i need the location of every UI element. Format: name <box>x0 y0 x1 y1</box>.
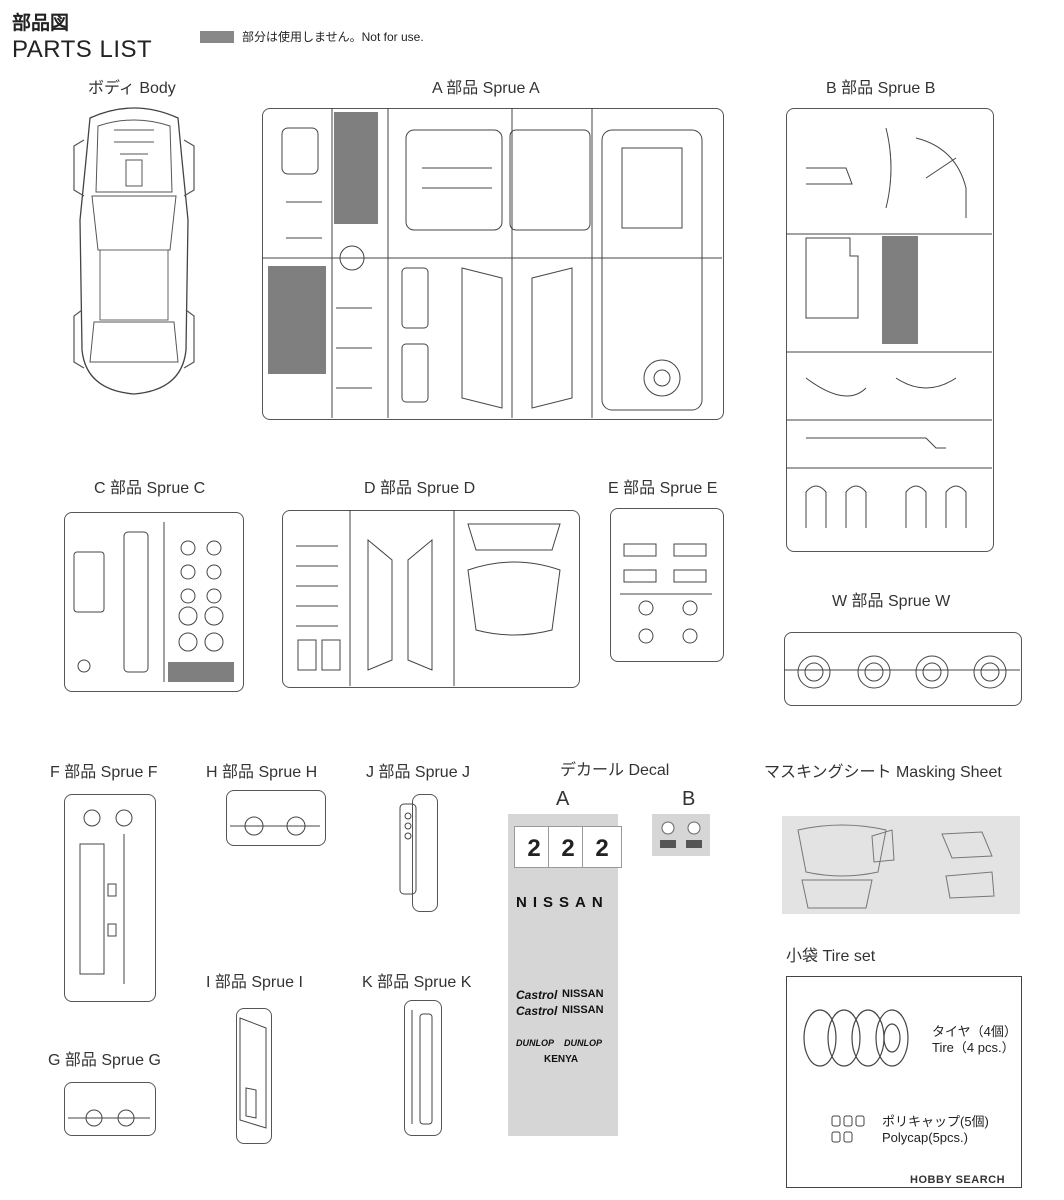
tires-drawing <box>803 1009 909 1067</box>
sprue-c-not-for-use <box>168 662 234 682</box>
sprue-w-parts <box>784 655 1020 689</box>
sprue-w-frame <box>784 632 1022 706</box>
sprue-e-parts <box>620 543 712 644</box>
decal-castrol-2: Castrol <box>516 1004 558 1018</box>
polycap-label-en: Polycap(5pcs.) <box>882 1130 968 1145</box>
sprue-h-parts <box>230 816 320 836</box>
watermark: HOBBY SEARCH <box>910 1174 1006 1186</box>
not-for-use-swatch <box>200 30 234 43</box>
label-masking: マスキングシート Masking Sheet <box>764 764 1002 781</box>
legend: 部分は使用しません。Not for use. <box>200 28 424 45</box>
decal-kenya: KENYA <box>544 1054 579 1065</box>
tire-set-box <box>786 976 1022 1188</box>
sprue-f-parts <box>79 809 133 984</box>
sprue-e-frame <box>610 508 724 662</box>
label-sprue-b: B 部品 Sprue B <box>826 80 936 97</box>
decal-sheet-b-marks <box>660 821 702 848</box>
label-sprue-a: A 部品 Sprue A <box>432 80 540 97</box>
sprue-i-parts <box>239 1017 267 1129</box>
label-sprue-i: I 部品 Sprue I <box>206 974 303 991</box>
tire-label-en: Tire（4 pcs.） <box>932 1040 1015 1055</box>
sprue-g-frame <box>64 1082 156 1136</box>
label-sprue-k: K 部品 Sprue K <box>362 974 472 991</box>
sprue-h-frame <box>226 790 326 846</box>
decal-number-1: 2 <box>514 826 554 868</box>
decal-sheet-b-label: B <box>682 788 696 810</box>
decal-nissan-small-2: NISSAN <box>562 1004 604 1016</box>
sprue-k-frame <box>404 1000 442 1136</box>
sprue-f-frame <box>64 794 156 1002</box>
decal-sheet-a: 2 2 2 NISSAN Castrol NISSAN Castrol NISS… <box>508 814 622 1136</box>
legend-text: 部分は使用しません。Not for use. <box>242 30 424 44</box>
body-drawing <box>73 107 195 395</box>
decal-dunlop-1: DUNLOP <box>516 1038 554 1048</box>
decal-nissan-big: NISSAN <box>516 894 609 911</box>
sprue-b-not-for-use <box>882 236 918 344</box>
sprue-j-parts <box>399 803 417 895</box>
decal-nissan-small-1: NISSAN <box>562 988 604 1000</box>
sprue-b-parts <box>786 127 992 528</box>
masking-sheet <box>782 816 1020 914</box>
label-sprue-w: W 部品 Sprue W <box>832 593 951 610</box>
polycaps-drawing <box>831 1115 865 1143</box>
decal-number-3: 2 <box>582 826 622 868</box>
label-sprue-e: E 部品 Sprue E <box>608 480 718 497</box>
sprue-a-parts <box>262 108 722 418</box>
label-decal: デカール Decal <box>560 762 670 779</box>
decal-castrol-1: Castrol <box>516 988 558 1002</box>
label-sprue-f: F 部品 Sprue F <box>50 764 158 781</box>
sprue-d-frame <box>282 510 580 688</box>
polycap-label-ja: ポリキャップ(5個) <box>882 1114 989 1129</box>
label-sprue-j: J 部品 Sprue J <box>366 764 471 781</box>
page-title-ja: 部品図 <box>12 13 70 34</box>
sprue-k-parts <box>411 1010 433 1125</box>
label-tire-set: 小袋 Tire set <box>786 948 876 965</box>
page-title-en: PARTS LIST <box>12 36 153 63</box>
decal-sheet-a-label: A <box>556 788 570 810</box>
sprue-g-parts <box>68 1109 150 1127</box>
decal-sheet-b <box>652 814 710 856</box>
sprue-c-parts <box>73 522 224 682</box>
label-sprue-d: D 部品 Sprue D <box>364 480 476 497</box>
masking-sheet-shapes <box>797 824 995 909</box>
decal-dunlop-2: DUNLOP <box>564 1038 602 1048</box>
label-sprue-h: H 部品 Sprue H <box>206 764 318 781</box>
sprue-d-parts <box>296 510 561 686</box>
label-sprue-c: C 部品 Sprue C <box>94 480 206 497</box>
tire-label-ja: タイヤ（4個） <box>932 1024 1017 1039</box>
sprue-a-not-for-use-1 <box>334 112 378 224</box>
label-body: ボディ Body <box>88 80 176 97</box>
sprue-a-not-for-use-2 <box>268 266 326 374</box>
label-sprue-g: G 部品 Sprue G <box>48 1052 161 1069</box>
